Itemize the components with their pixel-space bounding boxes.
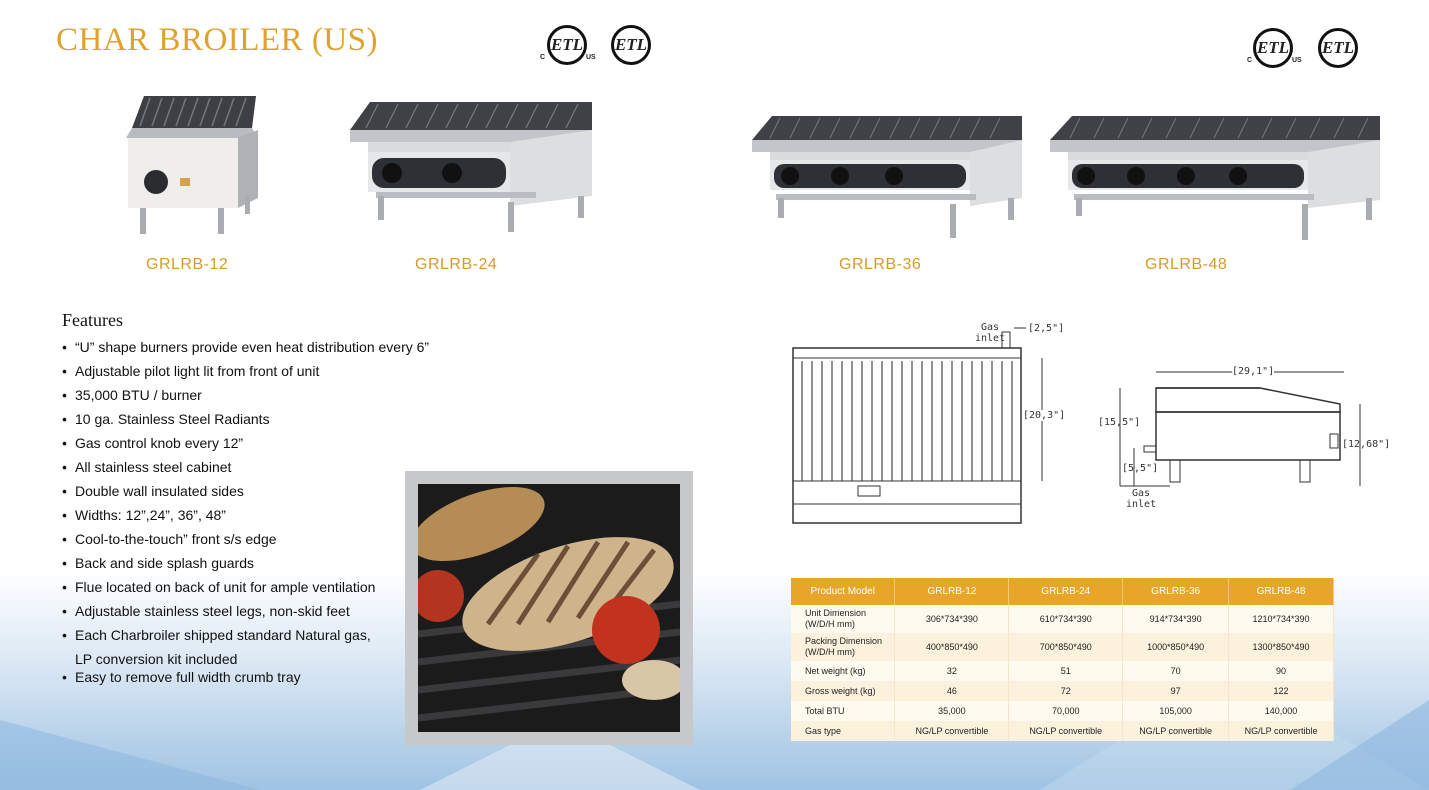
product-image-grlrb-36 xyxy=(752,116,1022,238)
table-header: GRLRB-36 xyxy=(1122,578,1230,605)
table-row: Gross weight (kg) 46 72 97 122 xyxy=(791,681,1334,701)
feature-item: 10 ga. Stainless Steel Radiants xyxy=(62,410,429,434)
inlet-height-label: [5,5"] xyxy=(1122,463,1159,474)
feature-item: Gas control knob every 12” xyxy=(62,434,429,458)
etl-icon: ETL xyxy=(611,25,651,65)
table-row: Gas type NG/LP convertible NG/LP convert… xyxy=(791,721,1334,741)
feature-item: Easy to remove full width crumb tray xyxy=(62,668,429,692)
product-name-grlrb-48: GRLRB-48 xyxy=(1145,256,1228,273)
side-view-diagram xyxy=(1119,371,1361,487)
etl-icon: ETL xyxy=(1253,28,1293,68)
width-label: [29,1"] xyxy=(1232,366,1275,377)
table-header-row: Product Model GRLRB-12 GRLRB-24 GRLRB-36… xyxy=(791,578,1334,605)
product-image-grlrb-24 xyxy=(350,102,592,232)
feature-item: Flue located on back of unit for ample v… xyxy=(62,578,429,602)
depth-label: [20,3"] xyxy=(1023,410,1066,421)
table-header: GRLRB-12 xyxy=(894,578,1010,605)
feature-item: Adjustable stainless steel legs, non-ski… xyxy=(62,602,429,626)
feature-item: Cool-to-the-touch” front s/s edge xyxy=(62,530,429,554)
front-height-label: [12,68"] xyxy=(1342,439,1391,450)
etl-icon: ETL xyxy=(1318,28,1358,68)
grilled-chicken-photo xyxy=(411,484,686,732)
product-image-grlrb-48 xyxy=(1050,116,1380,240)
etl-icon: ETL xyxy=(547,25,587,65)
feature-item: Adjustable pilot light lit from front of… xyxy=(62,362,429,386)
table-header: GRLRB-48 xyxy=(1228,578,1334,605)
feature-item: Each Charbroiler shipped standard Natura… xyxy=(62,623,382,671)
feature-item: Double wall insulated sides xyxy=(62,482,429,506)
feature-item: 35,000 BTU / burner xyxy=(62,386,429,410)
features-title: Features xyxy=(62,310,123,330)
gas-inlet-label-side: Gas inlet xyxy=(1126,488,1157,510)
spec-table: Product Model GRLRB-12 GRLRB-24 GRLRB-36… xyxy=(791,578,1334,741)
product-name-grlrb-12: GRLRB-12 xyxy=(146,256,229,273)
table-row: Total BTU 35,000 70,000 105,000 140,000 xyxy=(791,701,1334,721)
feature-item: All stainless steel cabinet xyxy=(62,458,429,482)
feature-item: Back and side splash guards xyxy=(62,554,429,578)
back-height-label: [15,5"] xyxy=(1098,417,1141,428)
table-row: Net weight (kg) 32 51 70 90 xyxy=(791,661,1334,681)
table-header: GRLRB-24 xyxy=(1008,578,1124,605)
gas-inlet-label-top: Gas inlet xyxy=(975,322,1006,344)
product-name-grlrb-24: GRLRB-24 xyxy=(415,256,498,273)
table-row: Unit Dimension (W/D/H mm) 306*734*390 61… xyxy=(791,605,1334,633)
inlet-offset-label: [2,5"] xyxy=(1028,323,1065,334)
feature-item: Widths: 12”,24”, 36”, 48” xyxy=(62,506,429,530)
table-header: Product Model xyxy=(791,578,896,605)
features-list: “U” shape burners provide even heat dist… xyxy=(62,338,429,692)
product-image-grlrb-12 xyxy=(126,96,258,234)
feature-item: “U” shape burners provide even heat dist… xyxy=(62,338,429,362)
table-row: Packing Dimension (W/D/H mm) 400*850*490… xyxy=(791,633,1334,661)
product-name-grlrb-36: GRLRB-36 xyxy=(839,256,922,273)
page-title: CHAR BROILER (US) xyxy=(56,22,379,58)
food-photo-frame xyxy=(405,471,693,745)
top-view-diagram xyxy=(792,327,1043,524)
